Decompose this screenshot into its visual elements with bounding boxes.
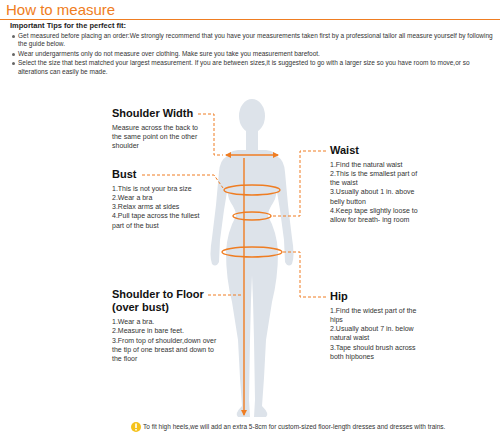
bullet-dot [12, 35, 15, 38]
tip-bullet: Wear undergarments only do not measure o… [10, 50, 494, 58]
body-silhouette [211, 99, 294, 417]
measure-heading: Hip [330, 290, 422, 303]
measure-heading: Bust [112, 168, 208, 181]
measure-step: 1.This is not your bra size [112, 184, 208, 193]
measure-step: 1.Wear a bra. [112, 317, 224, 326]
footer-note: To fit high heels,we will add an extra 5… [143, 423, 497, 431]
measure-step: 2.This is the smallest part of the waist [330, 169, 422, 187]
measure-step: 1.Find the natural waist [330, 160, 422, 169]
warning-icon [131, 422, 141, 432]
text-column: Bust 1.This is not your bra size2.Wear a … [112, 168, 208, 230]
measure-step: 3.From top of shoulder,down over the tip… [112, 336, 224, 363]
bullet-dot [12, 53, 15, 56]
text-column: Shoulder WidthMeasure across the back to… [112, 107, 208, 150]
measure-heading: Shoulder to Floor (over bust) [112, 288, 224, 314]
tape-lines [222, 155, 282, 415]
measure-step: 2.Measure in bare feet. [112, 326, 224, 335]
page-title: How to measure [6, 1, 115, 18]
measure-step: 3.Usually about 1 in. above belly button [330, 187, 422, 205]
measure-heading: Shoulder Width [112, 107, 208, 120]
text-column: To fit high heels,we will add an extra 5… [143, 423, 497, 431]
measure-step: 2.Usually about 7 in. below natural wais… [330, 324, 422, 342]
text-column: Important Tips for the perfect fit: Get m… [10, 21, 494, 77]
text-column: Waist 1.Find the natural waist2.This is t… [330, 144, 422, 224]
measure-step: 2.Wear a bra [112, 193, 208, 202]
measure-heading: Waist [330, 144, 422, 157]
text-column: Shoulder to Floor (over bust) 1.Wear a br… [112, 288, 224, 363]
tips-heading: Important Tips for the perfect fit: [10, 21, 494, 30]
measure-step: 4.Pull tape across the fullest part of t… [112, 211, 208, 229]
tip-bullet: Select the size that best matched your l… [10, 59, 494, 76]
measure-step: 4.Keep tape slightly loose to allow for … [330, 206, 422, 224]
text-column: Hip 1.Find the widest part of the hips2.U… [330, 290, 422, 361]
measure-step: 3.Tape should brush across both hipbones [330, 343, 422, 361]
bullet-dot [12, 62, 15, 65]
tip-bullet: Get measured before placing an order:We … [10, 32, 494, 49]
measure-step: Measure across the back to the same poin… [112, 123, 208, 150]
measure-step: 1.Find the widest part of the hips [330, 306, 422, 324]
measure-step: 3.Relax arms at sides [112, 202, 208, 211]
title-rule [0, 19, 500, 20]
